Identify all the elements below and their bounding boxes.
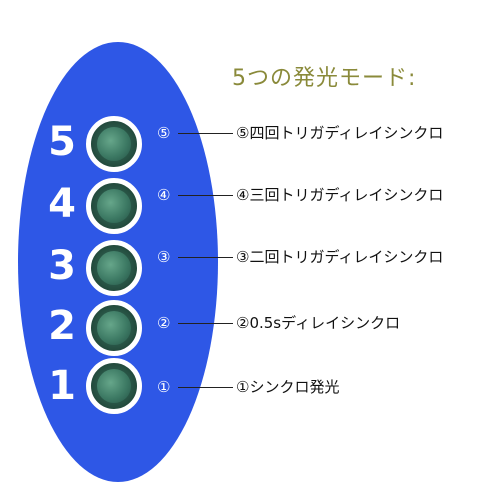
mode-label-2: ②0.5sディレイシンクロ [236,314,401,332]
mode-label-1: ①シンクロ発光 [236,378,340,396]
mode-connector-1 [178,387,233,388]
mode-label-3: ③二回トリガディレイシンクロ [236,248,444,266]
mode-number-5: 5 [48,119,76,165]
mode-connector-2 [178,323,233,324]
mode-number-2: 2 [48,303,76,349]
mode-connector-5 [178,133,233,134]
mode-lamp-3 [86,240,142,296]
mode-badge-3: ③ [157,248,171,266]
mode-label-5: ⑤四回トリガディレイシンクロ [236,124,444,142]
mode-lamp-1 [86,358,142,414]
mode-label-4: ④三回トリガディレイシンクロ [236,186,444,204]
mode-lamp-2 [86,300,142,356]
mode-badge-4: ④ [157,186,171,204]
mode-connector-4 [178,195,233,196]
mode-badge-2: ② [157,314,171,332]
modes-title: 5つの発光モード: [232,66,417,91]
mode-number-1: 1 [48,363,76,409]
mode-lamp-4 [86,178,142,234]
mode-number-4: 4 [48,181,76,227]
mode-badge-5: ⑤ [157,124,171,142]
mode-connector-3 [178,257,233,258]
mode-number-3: 3 [48,243,76,289]
mode-badge-1: ① [157,378,171,396]
mode-lamp-5 [86,116,142,172]
